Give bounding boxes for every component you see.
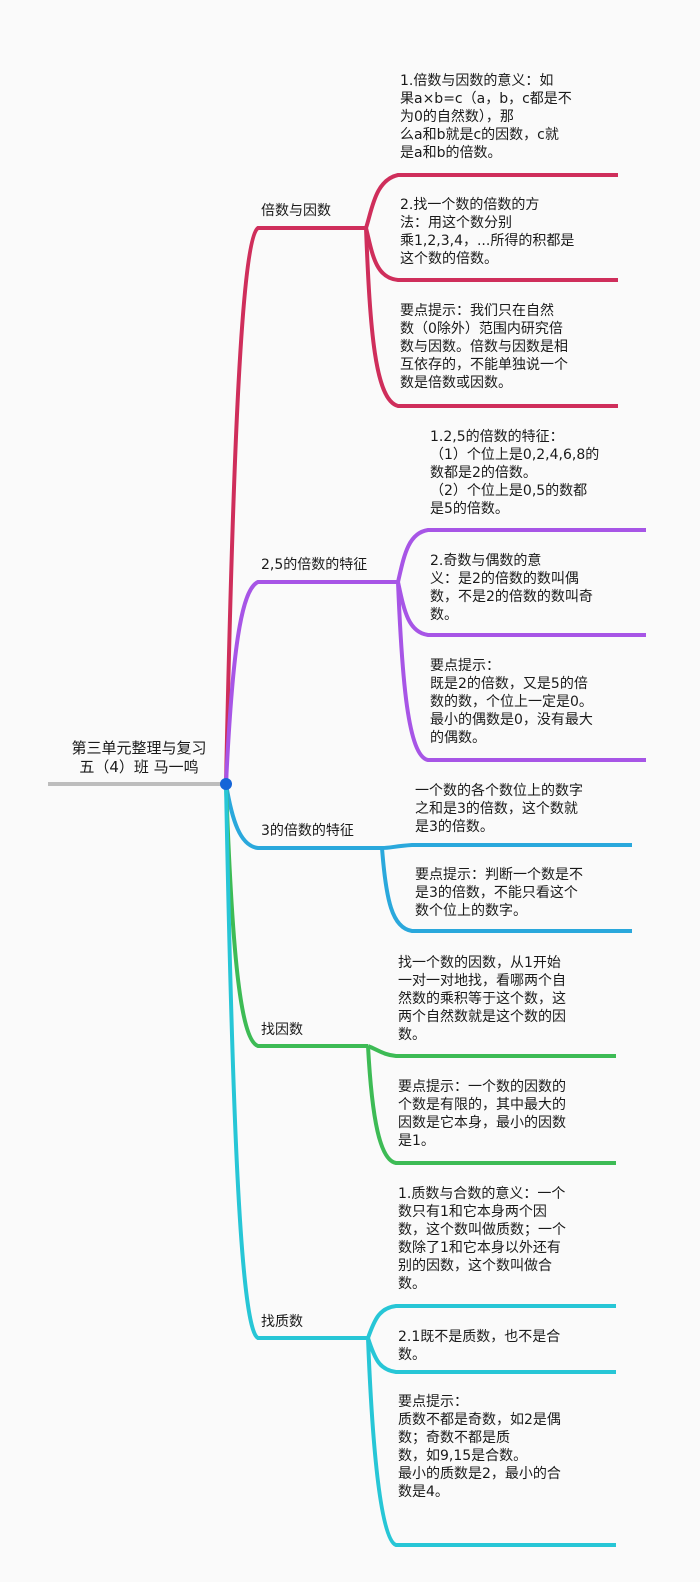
leaf-line: 找一个数的因数，从1开始 [398, 955, 561, 971]
leaf-line: 要点提示： [430, 658, 500, 674]
leaf-line: 1.倍数与因数的意义：如 [400, 73, 554, 89]
branch-2-leaf-1-connector [396, 528, 646, 583]
leaf-line: 数。 [430, 607, 458, 623]
leaf-line: 果a×b=c（a，b，c都是不 [400, 91, 572, 107]
branch-3-leaf-1: 一个数的各个数位上的数字 之和是3的倍数，这个数就 是3的倍数。 [415, 782, 583, 836]
leaf-line: 数是倍数或因数。 [400, 375, 512, 391]
leaf-line: 互依存的，不能单独说一个 [400, 357, 568, 373]
leaf-line: 一对一对地找，看哪两个自 [398, 973, 566, 989]
branch-5-label: 找质数 [261, 1314, 303, 1330]
branch-2-leaf-1: 1.2,5的倍数的特征： （1）个位上是0,2,4,6,8的 数都是2的倍数。 … [430, 428, 599, 518]
branch-5-leaf-1: 1.质数与合数的意义：一个 数只有1和它本身两个因 数，这个数叫做质数；一个 数… [398, 1185, 566, 1293]
leaf-line: 数，不是2的倍数的数叫奇 [430, 589, 593, 605]
root-title: 第三单元整理与复习 [71, 739, 207, 757]
leaf-line: 数都是2的倍数。 [430, 465, 537, 481]
branch-3-leaf-1-connector [381, 843, 632, 850]
leaf-line: 是3的倍数。 [415, 819, 494, 835]
leaf-line: 2.找一个数的倍数的方 [400, 197, 540, 213]
branch-1-leaf-1: 1.倍数与因数的意义：如 果a×b=c（a，b，c都是不 为0的自然数），那 么… [400, 72, 572, 162]
leaf-line: 数的数，个位上一定是0。 [430, 694, 593, 710]
leaf-line: 1.2,5的倍数的特征： [430, 429, 564, 445]
leaf-line: 之和是3的倍数，这个数就 [415, 801, 578, 817]
branch-3-leaf-2-connector [380, 847, 632, 933]
leaf-line: 数，这个数叫做质数；一个 [398, 1222, 566, 1238]
root-subtitle: 五（4）班 马一鸣 [79, 758, 199, 776]
branch-4-leaf-2-connector [366, 1045, 616, 1165]
leaf-line: 1.质数与合数的意义：一个 [398, 1186, 566, 1202]
leaf-line: （1）个位上是0,2,4,6,8的 [430, 447, 600, 463]
leaf-line: 数除了1和它本身以外还有 [398, 1240, 561, 1256]
leaf-line: 最小的偶数是0，没有最大 [430, 712, 593, 728]
leaf-line: 数是4。 [398, 1484, 449, 1500]
leaf-line: 数（0除外）范围内研究倍 [400, 321, 563, 337]
leaf-line: 这个数的倍数。 [400, 251, 498, 267]
leaf-line: 要点提示：判断一个数是不 [415, 867, 583, 883]
branch-2-leaf-2: 2.奇数与偶数的意 义：是2的倍数的数叫偶 数，不是2的倍数的数叫奇 数。 [430, 552, 593, 624]
leaf-line: 数个位上的数字。 [415, 903, 527, 919]
leaf-line: 数只有1和它本身两个因 [398, 1204, 547, 1220]
leaf-line: 个数是有限的，其中最大的 [398, 1097, 566, 1113]
leaf-line: 数与因数。倍数与因数是相 [400, 339, 568, 355]
leaf-line: 要点提示：一个数的因数的 [398, 1079, 566, 1095]
leaf-line: 别的因数，这个数叫做合 [398, 1258, 552, 1274]
branch-1-leaf-3-connector [364, 227, 618, 408]
branch-5-connector [224, 783, 368, 1340]
leaf-line: 要点提示： [398, 1394, 468, 1410]
leaf-line: 数；奇数不都是质 [398, 1430, 510, 1446]
branch-1-label: 倍数与因数 [261, 203, 331, 219]
branch-2-label: 2,5的倍数的特征 [261, 557, 368, 573]
leaf-line: 数。 [398, 1276, 426, 1292]
root-node: 第三单元整理与复习 五（4）班 马一鸣 [54, 739, 224, 777]
leaf-line: 是5的倍数。 [430, 501, 509, 517]
leaf-line: 的偶数。 [430, 730, 486, 746]
leaf-line: 数。 [398, 1027, 426, 1043]
branch-2-connector [224, 580, 398, 785]
leaf-line: 然数的乘积等于这个数，这 [398, 991, 566, 1007]
branch-3-leaf-2: 要点提示：判断一个数是不 是3的倍数，不能只看这个 数个位上的数字。 [415, 866, 583, 920]
root-dot [220, 778, 232, 790]
branch-1-leaf-2: 2.找一个数的倍数的方 法：用这个数分别 乘1,2,3,4，...所得的积都是 … [400, 196, 574, 268]
leaf-line: 是1。 [398, 1133, 435, 1149]
leaf-line: 为0的自然数），那 [400, 109, 514, 125]
branch-1-connector [224, 226, 366, 785]
leaf-line: 是3的倍数，不能只看这个 [415, 885, 578, 901]
leaf-line: 数，如9,15是合数。 [398, 1448, 528, 1464]
leaf-line: 数。 [398, 1347, 426, 1363]
leaf-line: 义：是2的倍数的数叫偶 [430, 571, 579, 587]
branch-5-leaf-2: 2.1既不是质数，也不是合 数。 [398, 1328, 560, 1364]
branch-4-leaf-1-connector [367, 1044, 616, 1058]
leaf-line: 是a和b的倍数。 [400, 145, 502, 161]
branch-1-leaf-1-connector [364, 173, 618, 229]
branch-4-leaf-2: 要点提示：一个数的因数的 个数是有限的，其中最大的 因数是它本身，最小的因数 是… [398, 1078, 566, 1150]
branch-5-leaf-3: 要点提示： 质数不都是奇数，如2是偶 数；奇数不都是质 数，如9,15是合数。 … [398, 1393, 561, 1501]
leaf-line: 因数是它本身，最小的因数 [398, 1115, 566, 1131]
leaf-line: 质数不都是奇数，如2是偶 [398, 1412, 561, 1428]
branch-5-leaf-1-connector [366, 1304, 616, 1339]
branch-1-leaf-3: 要点提示：我们只在自然 数（0除外）范围内研究倍 数与因数。倍数与因数是相 互依… [400, 302, 568, 392]
leaf-line: （2）个位上是0,5的数都 [430, 483, 588, 499]
leaf-line: 两个自然数就是这个数的因 [398, 1009, 566, 1025]
leaf-line: 乘1,2,3,4，...所得的积都是 [400, 233, 575, 249]
branch-4-leaf-1: 找一个数的因数，从1开始 一对一对地找，看哪两个自 然数的乘积等于这个数，这 两… [398, 954, 566, 1044]
branch-5-leaf-3-connector [366, 1337, 616, 1547]
leaf-line: 最小的质数是2，最小的合 [398, 1466, 561, 1482]
leaf-line: 么a和b就是c的因数，c就 [400, 127, 559, 143]
leaf-line: 一个数的各个数位上的数字 [415, 783, 583, 799]
branch-4-label: 找因数 [261, 1022, 303, 1038]
leaf-line: 既是2的倍数，又是5的倍 [430, 676, 588, 692]
branch-2-leaf-3: 要点提示： 既是2的倍数，又是5的倍 数的数，个位上一定是0。 最小的偶数是0，… [430, 657, 593, 747]
leaf-line: 2.奇数与偶数的意 [430, 553, 542, 569]
branch-2-leaf-3-connector [396, 581, 646, 762]
leaf-line: 要点提示：我们只在自然 [400, 303, 554, 319]
branch-3-label: 3的倍数的特征 [261, 823, 354, 839]
leaf-line: 法：用这个数分别 [400, 215, 512, 231]
leaf-line: 2.1既不是质数，也不是合 [398, 1329, 561, 1345]
